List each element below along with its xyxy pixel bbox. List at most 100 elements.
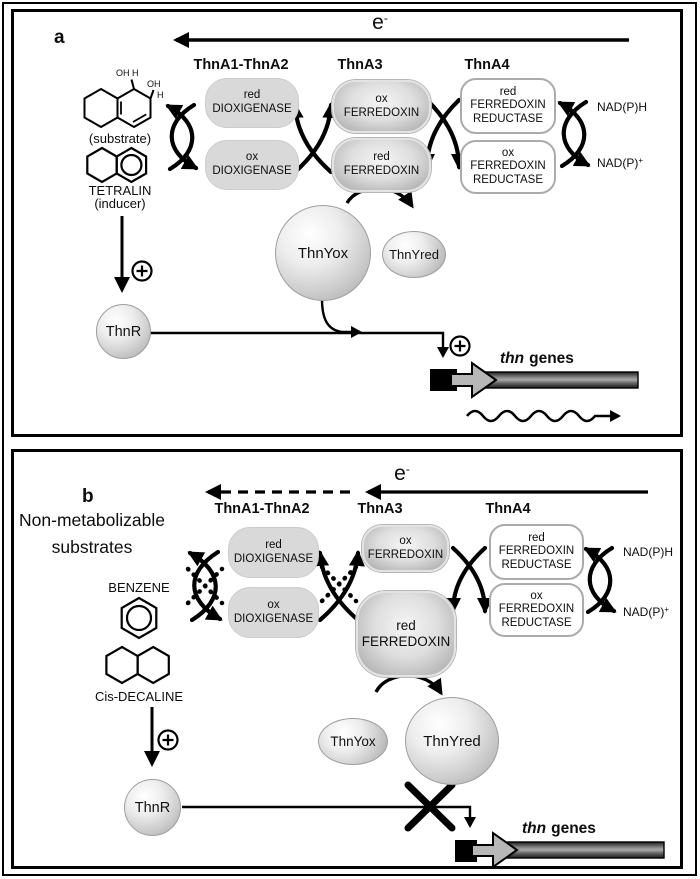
- box-line: FERREDOXIN: [343, 165, 420, 177]
- blocked-activation-x-mark: [404, 781, 456, 832]
- thnyred-ellipse-a: ThnYred: [382, 231, 446, 278]
- thn-genes-label-b: thn genes: [522, 820, 596, 838]
- panel-a-border: [11, 9, 683, 437]
- substrate-caption: (substrate): [88, 131, 152, 146]
- red-dioxigenase-box-a: red DIOXIGENASE: [205, 78, 299, 128]
- box-line: FERREDOXIN: [498, 545, 575, 558]
- thnyred-circle-b: ThnYred: [405, 697, 499, 785]
- exchange-arrows-reductase-nad: [557, 99, 591, 169]
- tetralin-diol-structure: [83, 79, 155, 129]
- diol-h-label: H: [157, 90, 164, 100]
- thnr-circle-a: ThnR: [96, 304, 151, 359]
- plus-circle-icon-a1: [131, 260, 153, 282]
- panel-b-subtitle-2: substrates: [51, 537, 133, 557]
- decaline-label: Cis-DECALINE: [94, 689, 184, 704]
- thn-gene-italic-a: thn: [500, 350, 525, 367]
- electron-sup-b: -: [405, 462, 410, 476]
- box-line: red: [373, 151, 390, 164]
- thnr-circle-b: ThnR: [124, 779, 181, 836]
- thn-gene-rest-a: genes: [529, 350, 574, 367]
- box-line: FERREDOXIN: [498, 603, 575, 616]
- group-label-thna4-a: ThnA4: [464, 57, 510, 73]
- red-fd-reductase-box-a: red FERREDOXIN REDUCTASE: [460, 78, 556, 134]
- ox-ferredoxin-box-a: ox FERREDOXIN: [332, 80, 431, 133]
- box-line: DIOXIGENASE: [233, 612, 314, 625]
- box-line: DIOXIGENASE: [212, 103, 292, 115]
- box-line: REDUCTASE: [472, 112, 544, 125]
- box-line: red: [265, 538, 282, 551]
- thnyox-ellipse-b: ThnYox: [318, 718, 388, 765]
- thn-gene-rest-b: genes: [551, 820, 596, 837]
- nadph-label-a: NAD(P)H: [597, 100, 647, 114]
- box-line: FERREDOXIN: [367, 548, 444, 561]
- box-line: REDUCTASE: [501, 616, 572, 629]
- box-line: FERREDOXIN: [470, 160, 546, 173]
- tetralin-name: TETRALIN: [88, 183, 152, 198]
- group-label-thna1-thna2-b: ThnA1-ThnA2: [214, 501, 310, 517]
- exchange-arrows-substrate-dioxigenase: [165, 102, 199, 172]
- thnr-label-b: ThnR: [134, 799, 171, 816]
- thnyox-label-b: ThnYox: [330, 734, 376, 749]
- exchange-arrows-reductase-nad-b: [583, 545, 617, 615]
- thnr-label-a: ThnR: [105, 323, 142, 340]
- diol-oh1-label: OH H: [116, 68, 139, 78]
- red-ferredoxin-box-b: red FERREDOXIN: [356, 591, 456, 677]
- group-label-thna3-a: ThnA3: [337, 57, 383, 73]
- diol-oh2-label: OH: [147, 79, 161, 89]
- ox-fd-reductase-box-b: ox FERREDOXIN REDUCTASE: [489, 583, 584, 637]
- ox-fd-reductase-box-a: ox FERREDOXIN REDUCTASE: [460, 140, 556, 194]
- thn-operon-a: [430, 361, 639, 399]
- ox-dioxigenase-box-a: ox DIOXIGENASE: [205, 140, 299, 190]
- ox-dioxigenase-box-b: ox DIOXIGENASE: [228, 587, 319, 638]
- mrna-wavy-arrow: [465, 409, 621, 423]
- box-line: red: [499, 85, 517, 98]
- ferredoxin-to-thnyred-arrow-b: [374, 673, 443, 696]
- group-label-thna4-b: ThnA4: [485, 501, 531, 517]
- blocked-exchange-substrate-dioxigenase: [185, 549, 225, 623]
- box-line: red: [396, 618, 416, 634]
- panel-a-label: a: [54, 27, 65, 48]
- panel-b-border: [11, 449, 683, 869]
- tetralin-structure: [86, 146, 148, 184]
- box-line: FERREDOXIN: [361, 634, 451, 649]
- exchange-arrows-ferredoxin-reductase: [419, 97, 467, 170]
- nadp-label-a: NAD(P)+: [597, 156, 643, 170]
- benzene-structure: [120, 596, 158, 640]
- box-line: ox: [399, 534, 412, 547]
- electron-label-b: e-: [380, 462, 424, 486]
- panel-b-label: b: [82, 486, 94, 507]
- box-line: DIOXIGENASE: [233, 552, 314, 565]
- thn-genes-label-a: thn genes: [500, 350, 574, 368]
- box-line: FERREDOXIN: [343, 106, 420, 119]
- thnr-to-promoter-line-b: [182, 805, 476, 828]
- transcription-start-arrow-a: [450, 361, 498, 399]
- benzene-label: BENZENE: [108, 580, 170, 595]
- group-label-thna3-b: ThnA3: [357, 501, 403, 517]
- thnyox-to-line-arrow: [320, 298, 362, 338]
- plus-circle-icon-b1: [157, 729, 179, 751]
- box-line: FERREDOXIN: [470, 99, 546, 112]
- thnyox-label-a: ThnYox: [297, 244, 349, 262]
- group-label-thna1-thna2-a: ThnA1-ThnA2: [193, 57, 289, 73]
- blocked-dotted-x-1: [185, 566, 225, 606]
- transcription-start-arrow-b: [471, 831, 519, 869]
- box-line: ox: [375, 92, 388, 105]
- thnyred-label-a: ThnYred: [389, 247, 439, 262]
- electron-label-a: e-: [358, 11, 402, 35]
- box-line: ox: [267, 598, 280, 611]
- thnr-to-promoter-line: [150, 331, 449, 358]
- nadp-base-a: NAD(P): [597, 156, 639, 170]
- box-line: red: [528, 531, 545, 544]
- red-dioxigenase-box-b: red DIOXIGENASE: [228, 527, 319, 578]
- blocked-dotted-x-2: [319, 564, 359, 604]
- box-line: ox: [501, 146, 515, 159]
- electron-base-b: e: [394, 462, 406, 485]
- red-ferredoxin-box-a: red FERREDOXIN: [332, 138, 431, 192]
- inducer-role: (inducer): [94, 196, 146, 211]
- nadph-label-b: NAD(P)H: [623, 545, 673, 559]
- plus-circle-icon-a2: [449, 335, 471, 357]
- nadp-sup-b: +: [664, 605, 670, 614]
- exchange-arrows-dioxigenase-ferredoxin: [287, 102, 339, 175]
